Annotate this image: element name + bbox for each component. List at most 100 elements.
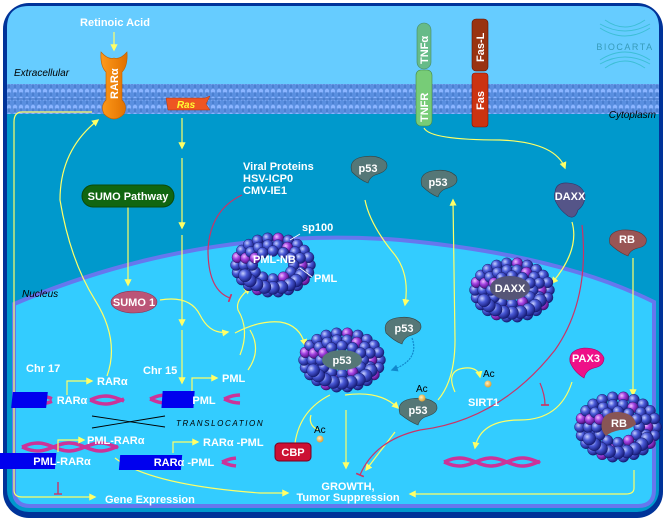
fasl-ligand[interactable]: Fas-L <box>471 18 489 72</box>
ac-sirt1-label: Ac <box>483 369 495 380</box>
sumo-pathway-label: SUMO Pathway <box>88 191 170 203</box>
tnfa-label: TNFα <box>419 36 431 64</box>
sirt1-label[interactable]: SIRT1 <box>468 397 499 409</box>
pml-nb-label: PML-NB <box>253 254 296 266</box>
ac-p53-label: Ac <box>416 384 428 395</box>
dna-strand <box>89 394 125 403</box>
fasl-label: Fas-L <box>475 32 487 62</box>
dna-strand <box>21 441 119 453</box>
p53-acetylated-label: p53 <box>409 405 428 417</box>
pml-gene[interactable]: PML <box>161 391 216 408</box>
nb-bead <box>238 268 252 283</box>
chr17-label: Chr 17 <box>26 363 60 375</box>
growth-label: GROWTH, <box>321 481 374 493</box>
p53-nucleus-free[interactable]: p53 <box>384 316 422 345</box>
dna-strand <box>223 397 241 405</box>
nb-bead <box>477 293 491 308</box>
pml-rara-product-label: PML-RARα <box>87 435 145 447</box>
sumo1-protein[interactable]: SUMO 1 <box>110 290 158 314</box>
rb-nb-complex[interactable] <box>574 391 662 463</box>
rb-in-nb-label: RB <box>611 418 627 430</box>
tnfa-ligand[interactable]: TNFα <box>416 22 432 70</box>
p53-cytoplasm-a-label: p53 <box>359 163 378 175</box>
pml-rara-gene[interactable]: PML-RARα <box>0 453 91 469</box>
rb-in-nb: RB <box>601 412 636 436</box>
ac-cbp-label: Ac <box>314 425 326 436</box>
sumo1-label: SUMO 1 <box>113 297 155 309</box>
cbp-label: CBP <box>281 447 304 459</box>
p53-nb-complex[interactable] <box>298 327 386 393</box>
rara-gene[interactable]: RARα <box>11 392 88 408</box>
dna-strand <box>443 456 541 468</box>
chr15-label: Chr 15 <box>143 365 177 377</box>
rara-receptor[interactable]: RARα <box>100 51 128 120</box>
gene-expression-label: Gene Expression <box>105 494 195 506</box>
p53-in-nb-label: p53 <box>333 355 352 367</box>
p53-cytoplasm-a[interactable]: p53 <box>350 155 388 184</box>
cytoplasm-label: Cytoplasm <box>609 110 656 121</box>
rb-protein[interactable]: RB <box>609 229 647 257</box>
pax3-label: PAX3 <box>572 353 600 365</box>
tnfr-receptor[interactable]: TNFR <box>415 69 433 127</box>
pml-product-label: PML <box>222 373 246 385</box>
p53-acetylated[interactable]: p53 <box>398 397 438 426</box>
dna-strand <box>223 393 241 401</box>
pml-nb-pml-label: PML <box>314 273 338 285</box>
dna-strand <box>221 456 237 464</box>
biocarta-logo: BIOCARTA <box>596 19 653 69</box>
viral-proteins-label: Viral Proteins HSV-ICP0 CMV-IE1 <box>243 161 314 197</box>
nb-bead <box>582 431 596 446</box>
nb-center <box>261 258 285 272</box>
acetyl-group-cbp: Ac <box>314 425 326 443</box>
biocarta-logo-text: BIOCARTA <box>596 42 653 52</box>
p53-in-nb: p53 <box>322 350 362 370</box>
cbp-protein[interactable]: CBP <box>274 442 312 462</box>
daxx-in-nb-label: DAXX <box>495 283 526 295</box>
rara-gene-label: RARα <box>57 395 88 407</box>
p53-nucleus-free-label: p53 <box>395 323 414 335</box>
tnfr-label: TNFR <box>419 93 431 122</box>
nb-bead <box>336 340 348 352</box>
fas-receptor[interactable]: Fas <box>471 72 489 128</box>
nb-bead <box>285 252 297 264</box>
rara-pml-gene[interactable]: RARα -PML <box>118 455 215 470</box>
rb-label: RB <box>619 234 635 246</box>
extracellular-region <box>7 6 659 84</box>
ras-label: Ras <box>177 100 196 111</box>
nucleus-label: Nucleus <box>22 289 58 300</box>
p53-cytoplasm-b[interactable]: p53 <box>420 169 458 198</box>
dna-strand <box>443 456 541 468</box>
sp100-label: sp100 <box>302 222 333 234</box>
retinoic-acid-label: Retinoic Acid <box>80 17 150 29</box>
acetyl-group-sirt1: Ac <box>483 369 495 388</box>
activation-arrows <box>13 111 637 501</box>
nb-bead <box>306 363 320 378</box>
pml-gene-label: PML <box>192 395 216 407</box>
dna-strand <box>21 441 119 453</box>
ras-protein[interactable]: Ras <box>165 95 211 111</box>
pml-rara-gene-label: PML-RARα <box>33 456 91 468</box>
p53-cytoplasm-b-label: p53 <box>429 177 448 189</box>
rara-receptor-label: RARα <box>109 68 121 99</box>
rara-product-label: RARα <box>97 376 128 388</box>
fas-label: Fas <box>475 91 487 110</box>
daxx-label: DAXX <box>555 191 586 203</box>
translocation-label: TRANSLOCATION <box>176 419 264 428</box>
daxx-in-nb: DAXX <box>490 276 530 300</box>
cmv-ie1-text: CMV-IE1 <box>243 185 287 197</box>
daxx-protein[interactable]: DAXX <box>554 182 586 218</box>
inhibition-lines <box>54 194 585 495</box>
extracellular-label: Extracellular <box>14 68 70 79</box>
translocation-cross <box>91 415 166 429</box>
rara-pml-gene-label: RARα -PML <box>154 457 215 469</box>
pml-nb-complex[interactable] <box>230 232 316 298</box>
hsv-icp0-text: HSV-ICP0 <box>243 173 293 185</box>
sumo-pathway-node[interactable]: SUMO Pathway <box>81 184 175 208</box>
acetyl-group-p53: Ac <box>416 384 428 402</box>
rara-pml-product-label: RARα -PML <box>203 437 264 449</box>
viral-proteins-text: Viral Proteins <box>243 161 314 173</box>
dna-strand <box>89 397 125 406</box>
tumor-suppression-label: Tumor Suppression <box>296 492 399 504</box>
pax3-protein[interactable]: PAX3 <box>569 347 605 379</box>
